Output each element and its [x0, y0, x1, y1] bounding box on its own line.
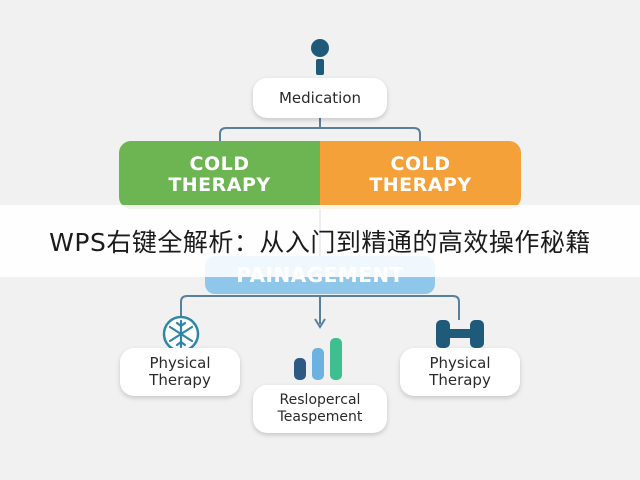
info-icon	[311, 39, 329, 75]
bar-chart-icon	[294, 338, 342, 380]
therapy-line1: COLD	[189, 153, 250, 175]
physical-therapy-left-box: Physical Therapy	[120, 348, 240, 396]
cold-therapy-orange-box: COLD THERAPY	[320, 141, 521, 209]
physical-therapy-right-box: Physical Therapy	[400, 348, 520, 396]
dumbbell-icon	[436, 320, 484, 348]
resloperсal-box: Resloperсal Teaspement	[253, 385, 387, 433]
therapy-line1: COLD	[390, 153, 451, 175]
leaf-line2: Therapy	[429, 371, 491, 389]
leaf-line1: Physical	[429, 354, 491, 372]
leaf-line2: Teaspement	[277, 409, 363, 425]
therapy-line2: THERAPY	[168, 174, 271, 196]
therapy-line2: THERAPY	[369, 174, 472, 196]
medication-box: Medication	[253, 78, 387, 118]
medication-label: Medication	[278, 89, 362, 107]
cold-therapy-green-box: COLD THERAPY	[119, 141, 320, 209]
banner-text: WPS右键全解析：从入门到精通的高效操作秘籍	[49, 228, 591, 257]
leaf-line1: Physical	[149, 354, 211, 372]
title-banner: WPS右键全解析：从入门到精通的高效操作秘籍	[0, 205, 640, 277]
leaf-line2: Therapy	[149, 371, 211, 389]
leaf-line1: Resloperсal	[279, 392, 361, 408]
